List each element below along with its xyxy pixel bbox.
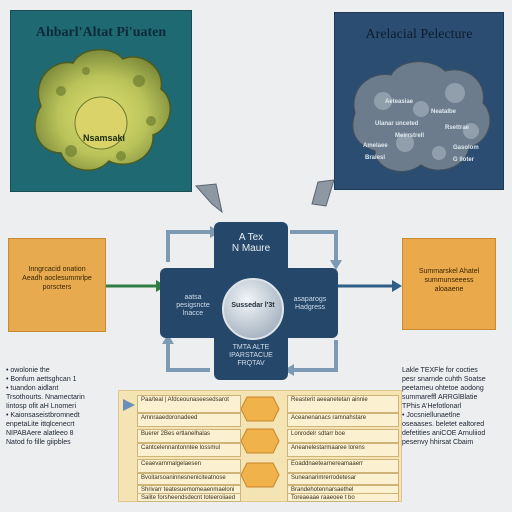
right-box-line-2: summunseeess [424, 277, 474, 284]
hub-circle: Sussedar l'3t [222, 278, 284, 340]
hub-bottom-line-1: TMTA ALTE [232, 344, 270, 351]
connector-shape-2 [240, 428, 280, 454]
table-row-8-left: Salite forsheendsdecnt toteeroiiaed [137, 493, 241, 502]
table-row-1-right: Reasterit aeeanetetan ainnie [287, 395, 399, 413]
right-label-8: Bralesl [365, 155, 386, 161]
right-output-box: Summarskel Ahatel summunseeess aloaaene [402, 238, 496, 330]
right-label-6: Amelaee [363, 143, 388, 149]
left-panel-graphic [34, 48, 171, 171]
bl-line-7: enpetaLite ittqlcenecrt [6, 421, 75, 428]
hub-top-text: A Tex N Maure [222, 232, 280, 254]
bottom-left-notes: • owolonie the • Bonfum aettsghcan 1 • t… [6, 366, 114, 447]
right-label-7: Gasolom [453, 145, 479, 151]
right-box-line-3: aloaaene [434, 286, 464, 293]
hub-bottom-line-3: FRQTAV [237, 360, 265, 367]
br-line-7: oseaases. beletet ealtored [402, 421, 485, 428]
hub-bottom-text: TMTA ALTE IPARSTACUE FRQTAV [218, 344, 284, 368]
table-row-4-right: Aneanelestarmaaree lorens [287, 443, 399, 457]
right-label-5: Meirrstrell [395, 133, 425, 139]
br-line-3: peetameu ohtetoe aodong [402, 385, 484, 392]
table-row-2-left: Amnraaedoronadeed [137, 413, 241, 427]
flow-loop-bottom-left [166, 342, 210, 372]
table-row-2-right: Aceanenanacs ramnahstare [287, 413, 399, 427]
table-connectors [123, 396, 280, 488]
br-line-4: summareffl ARRGlBlatie [402, 394, 478, 401]
hub-right-line-2: Hadgress [295, 304, 325, 311]
summary-table: Paa/teal | Afdceounaseesedsarot Reasteri… [118, 390, 402, 502]
flow-loop-top-right [290, 230, 338, 262]
hub-bottom-line-2: IPARSTACUE [229, 352, 273, 359]
br-line-2: pesr snarnde cuhth Soatse [402, 376, 486, 383]
hub-left-line-1: aatsa [184, 294, 202, 301]
br-line-5: TPhis A'Hefotlonarl [402, 403, 462, 410]
hub-label: Sussedar l'3t [231, 302, 275, 309]
left-box-line-2: Aeadh aoclesummrlpe [22, 275, 92, 282]
right-box-line-1: Summarskel Ahatel [418, 268, 480, 275]
bl-line-2: • Bonfum aettsghcan 1 [6, 376, 77, 383]
flow-loop-top-left [166, 230, 212, 262]
left-box-line-3: porscters [42, 284, 72, 291]
bl-line-3: • tuandon aidlant [6, 385, 59, 392]
table-row-6-left: Bvoitarsoaninnesneniciteatnose [137, 473, 241, 485]
bl-line-4: Trsothourts. Nnamectarin [6, 394, 85, 401]
connector-shape-1 [240, 396, 280, 422]
hub-left-text: aatsa pesigsncte lnacce [164, 294, 222, 318]
left-panel-title: Ahbarl'Altat Pi'uaten [35, 25, 167, 40]
left-box-line-1: Inngrcacid onation [28, 266, 86, 273]
right-label-9: G lloter [453, 157, 475, 163]
br-line-6: • Jocsniellunaetlne [402, 412, 461, 419]
table-row-3-right: Lonrodelr sdtarr boe [287, 429, 399, 443]
right-panel: Arelacial Pelecture Aeteasiae Neatalbe U… [334, 12, 504, 190]
right-panel-graphic [352, 61, 491, 173]
hub-top-line-1: A Tex [238, 232, 264, 243]
hub-left-line-2: pesigsncte [176, 302, 210, 309]
cluster-center [74, 96, 128, 150]
table-row-4-left: Cantcelennantonntee lossmul [137, 443, 241, 457]
bl-line-5: Iintosp ofit aH Lnomeri [6, 403, 77, 410]
table-row-5-left: Ceaevarnmalgelaesen [137, 459, 241, 473]
right-label-1: Aeteasiae [385, 99, 414, 105]
bottom-right-notes: Lakle TEXFle for cocties pesr snarnde cu… [402, 366, 508, 447]
table-row-1-left: Paa/teal | Afdceounaseesedsarot [137, 395, 241, 413]
table-row-3-left: Buerer 2Bes ertlanelhalas [137, 429, 241, 443]
right-label-4: Rsettrae [445, 125, 470, 131]
hub-right-text: asaparogs Hadgress [284, 296, 336, 312]
hub-left-line-3: lnacce [182, 310, 204, 317]
connector-shape-3 [240, 462, 280, 488]
flow-loop-bottom-right [292, 340, 338, 372]
cluster-label: Nsamsaki [83, 133, 126, 143]
br-line-9: pesenvy hhirsat Cbaim [402, 439, 474, 446]
br-line-8: defetities aniCOE Arnuliiod [402, 430, 486, 437]
table-row-8-right: Toreaeaae raaeoee t bo [287, 493, 399, 502]
right-label-2: Neatalbe [431, 109, 457, 115]
row-marker-icon [123, 399, 135, 411]
table-row-6-right: Suneanarimrerrodetesar [287, 473, 399, 485]
bl-line-9: Natod fo fille giipbles [6, 439, 71, 446]
br-line-1: Lakle TEXFle for cocties [402, 367, 478, 374]
right-pointer-icon [311, 179, 335, 207]
hub-right-line-1: asaparogs [293, 296, 327, 303]
bl-line-8: NIPABAere alatleeo 8 [6, 430, 74, 437]
left-panel: Ahbarl'Altat Pi'uaten Nsamsaki [10, 10, 192, 192]
right-arrow-head [392, 280, 402, 292]
left-input-box: Inngrcacid onation Aeadh aoclesummrlpe p… [8, 238, 106, 332]
bl-line-6: • Kaionsaseistbromnedt [6, 412, 80, 419]
right-panel-title: Arelacial Pelecture [365, 27, 473, 42]
bl-line-1: • owolonie the [6, 367, 50, 374]
table-row-5-right: Eoaddnaetearnereamaaerr [287, 459, 399, 473]
right-label-3: Ulanar unceted [375, 121, 419, 127]
left-pointer-icon [194, 183, 223, 214]
hub-top-line-2: N Maure [231, 243, 271, 254]
